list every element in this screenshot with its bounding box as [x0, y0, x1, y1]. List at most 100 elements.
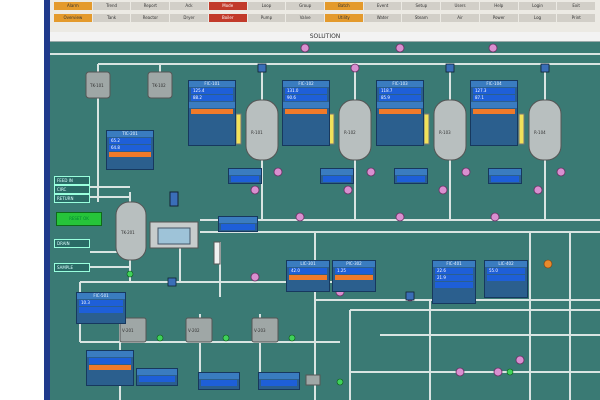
toolbar-button-12[interactable]: Help	[479, 2, 518, 10]
valve-r2-in	[350, 63, 360, 73]
toolbar-tab-9[interactable]: Water	[363, 14, 402, 22]
side-label-3[interactable]: RETURN	[54, 194, 90, 203]
mixer-motor	[169, 191, 179, 207]
toolbar-button-7[interactable]: Group	[286, 2, 325, 10]
panel-value	[221, 224, 255, 230]
alarm-status-box[interactable]: RESET OK	[56, 212, 102, 226]
valve-r2-drain	[343, 185, 353, 195]
valves	[250, 43, 566, 377]
panel-value: 10.3	[79, 300, 123, 306]
toolbar-button-6[interactable]: Loop	[247, 2, 286, 10]
panel-fic-102[interactable]: FIC-102 131.0 90.6	[282, 80, 330, 146]
toolbar-button-4[interactable]: Ack	[170, 2, 208, 10]
panel-pic-302[interactable]: PIC-302 1.25	[332, 260, 376, 292]
panel-fic-103[interactable]: FIC-103 118.7 85.9	[376, 80, 424, 146]
status-light-1	[126, 270, 134, 278]
toolbar-tab-11[interactable]: Air	[441, 14, 479, 22]
panel-value	[89, 358, 131, 364]
toolbar-button-9[interactable]: Event	[363, 2, 402, 10]
toolbar-tab-7[interactable]: Valve	[286, 14, 325, 22]
toolbar-button-5[interactable]: Mode	[208, 2, 247, 10]
panel-tag: FIC-101	[189, 81, 235, 87]
panel-value: 21.9	[435, 275, 473, 281]
reactor-r-101-tag: R-101	[251, 130, 263, 135]
valve-top-1	[300, 43, 310, 53]
panel-value	[435, 282, 473, 288]
panel-value: 87.1	[473, 95, 515, 101]
side-label-2[interactable]: CIRC	[54, 185, 90, 194]
panel-lic-301[interactable]: LIC-301 42.0	[286, 260, 330, 292]
panel-tag	[199, 373, 239, 379]
panel-output-bar	[289, 275, 327, 280]
window-frame-left	[44, 0, 50, 400]
panel-tag: FIC-104	[471, 81, 517, 87]
toolbar-tab-14[interactable]: Print	[557, 14, 596, 22]
panel-r3-mini[interactable]	[394, 168, 428, 184]
panel-lic-402[interactable]: LIC-402 55.0	[484, 260, 528, 298]
toolbar-button-8[interactable]: Batch	[325, 2, 363, 10]
drain-tank	[305, 374, 321, 386]
toolbar-tab-13[interactable]: Log	[518, 14, 557, 22]
side-label-5[interactable]: SAMPLE	[54, 263, 90, 272]
toolbar-button-1[interactable]: Alarm	[54, 2, 92, 10]
lower-vessels: V-201 V-202 V-203	[119, 317, 321, 386]
vessel-v-203-tag: V-203	[254, 328, 266, 333]
toolbar-button-13[interactable]: Login	[518, 2, 557, 10]
screen-title: SOLUTION	[309, 33, 341, 40]
panel-tag	[321, 169, 353, 175]
toolbar-button-11[interactable]: Users	[441, 2, 479, 10]
reactor-r-104-tag: R-104	[534, 130, 546, 135]
panel-tic-201[interactable]: TIC-201 65.2 64.8	[106, 130, 154, 170]
panel-fic-104[interactable]: FIC-104 127.3 87.1	[470, 80, 518, 146]
toolbar-button-10[interactable]: Setup	[402, 2, 441, 10]
panel-bottom-1[interactable]	[86, 350, 134, 386]
toolbar-button-3[interactable]: Report	[131, 2, 170, 10]
side-label-4[interactable]: DRAIN	[54, 239, 90, 248]
panel-fic-401[interactable]: FIC-401 22.6 21.9	[432, 260, 476, 304]
panel-value: 64.8	[109, 145, 151, 151]
panel-fic-101[interactable]: FIC-101 125.4 88.2	[188, 80, 236, 146]
mixer-liquid	[157, 227, 191, 245]
toolbar-tab-5[interactable]: Boiler	[208, 14, 247, 22]
toolbar-tab-8[interactable]: Utility	[325, 14, 363, 22]
toolbar-tab-2[interactable]: Tank	[92, 14, 131, 22]
reactor-r-103	[433, 99, 467, 161]
toolbar-button-2[interactable]: Trend	[92, 2, 131, 10]
vessel-tk-201	[115, 201, 147, 261]
status-light-6	[506, 368, 514, 376]
panel-fic-501[interactable]: FIC-501 10.3	[76, 292, 126, 324]
panel-output-bar	[285, 109, 327, 114]
panel-output-bar	[473, 109, 515, 114]
valve-header-1	[295, 212, 305, 222]
toolbar-tab-3[interactable]: Reactor	[131, 14, 170, 22]
toolbar-tab-1[interactable]: Overview	[54, 14, 92, 22]
panel-value: 118.7	[379, 88, 421, 94]
valve-r4-drain	[533, 185, 543, 195]
panel-r4-mini[interactable]	[488, 168, 522, 184]
toolbar-tab-12[interactable]: Power	[479, 14, 518, 22]
toolbar-button-14[interactable]: Exit	[557, 2, 596, 10]
panel-tag: FIC-401	[433, 261, 475, 267]
panel-bottom-4[interactable]	[258, 372, 300, 390]
panel-r2-mini[interactable]	[320, 168, 354, 184]
panel-r1-mini[interactable]	[228, 168, 262, 184]
toolbar-tab-6[interactable]: Pump	[247, 14, 286, 22]
panel-bottom-3[interactable]	[198, 372, 240, 390]
panel-output-bar	[89, 365, 131, 370]
pumps	[543, 259, 553, 269]
valve-r1-drain	[250, 185, 260, 195]
valve-r3-out	[461, 167, 471, 177]
level-gauge-3	[423, 113, 430, 145]
side-label-1[interactable]: FEED IN	[54, 176, 90, 185]
panel-subtag	[283, 102, 329, 108]
toolbar-tab-4[interactable]: Dryer	[170, 14, 208, 22]
panel-mixer-mini[interactable]	[218, 216, 258, 232]
valve-bottom-3	[515, 355, 525, 365]
panel-bottom-2[interactable]	[136, 368, 178, 386]
instrument-3	[540, 63, 550, 73]
panel-subtag	[377, 102, 423, 108]
valve-bottom-2	[493, 367, 503, 377]
toolbar-tab-10[interactable]: Steam	[402, 14, 441, 22]
